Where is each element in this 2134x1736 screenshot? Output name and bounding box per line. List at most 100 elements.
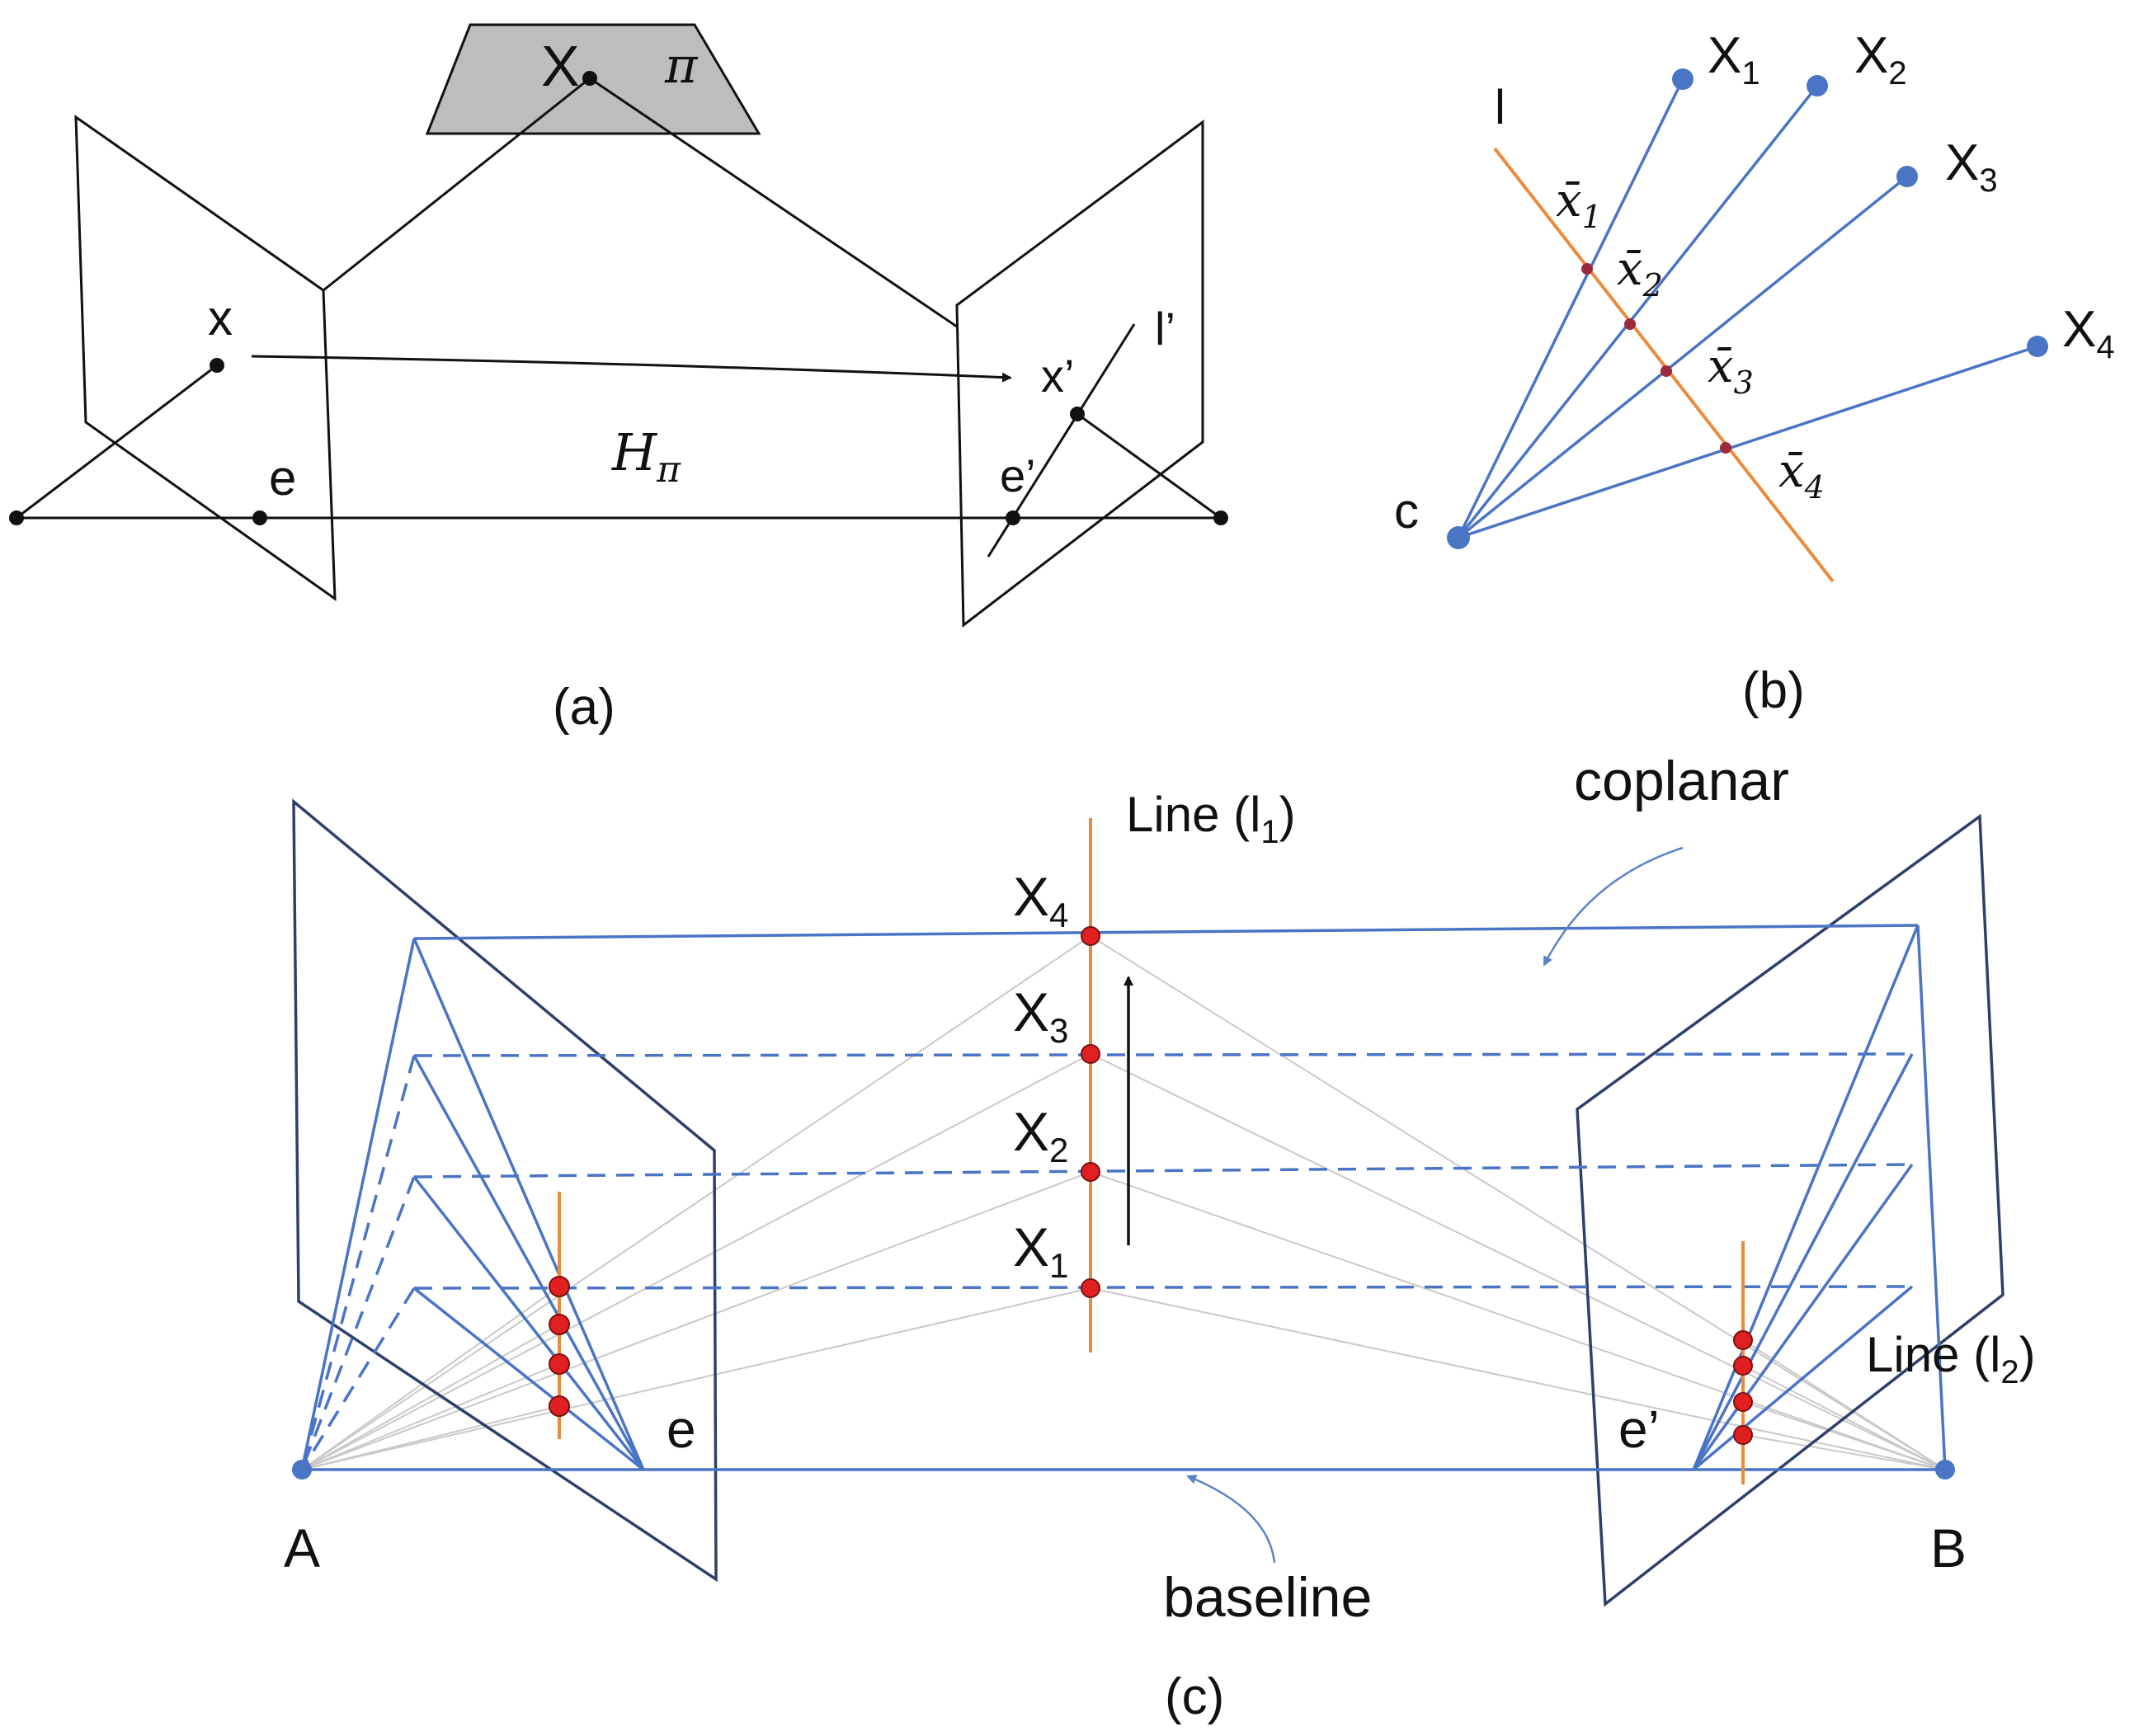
label-X1: X1 <box>1708 27 1760 92</box>
label-xbar3: x̄3 <box>1708 340 1754 401</box>
label-xbar1: x̄1 <box>1556 174 1602 235</box>
left-image-plane-c <box>292 798 718 1583</box>
world-point-X3-c <box>1081 1044 1100 1064</box>
left-image-point-4 <box>549 1395 570 1417</box>
grey-ray-bundle <box>301 935 1946 1470</box>
world-point-X3 <box>1896 166 1918 187</box>
left-image-plane <box>74 115 337 601</box>
world-point-X2-c <box>1081 1162 1100 1182</box>
label-X4: X4 <box>2062 301 2115 365</box>
plane-1-left-dashed <box>300 1287 416 1470</box>
caption-c: (c) <box>1165 1668 1224 1725</box>
right-image-plane-c <box>1576 813 2004 1607</box>
panel-c: Line (l1) coplanar X4 X3 X2 X1 Line (l2)… <box>284 750 2036 1725</box>
world-point-X2 <box>1807 75 1828 96</box>
point-x <box>210 358 224 373</box>
panel-a: X π x e Hπ x’ l’ e’ (a) <box>9 23 1228 736</box>
label-X2-c: X2 <box>1013 1101 1068 1169</box>
label-X2: X2 <box>1854 27 1907 92</box>
right-top-fan <box>1692 924 1920 1470</box>
plane-2-left-fan <box>412 1175 645 1471</box>
right-center-a <box>1213 510 1228 525</box>
point-X <box>582 71 597 86</box>
label-xbar2: x̄2 <box>1617 242 1663 303</box>
label-B: B <box>1930 1517 1967 1578</box>
plane-3-left-dashed <box>300 1055 416 1470</box>
image-point-x1 <box>1581 263 1593 275</box>
point-x-prime <box>1070 407 1085 421</box>
point-e <box>252 510 267 525</box>
ray-c-X1 <box>1457 78 1684 539</box>
label-e-prime-c: e’ <box>1618 1400 1660 1459</box>
homography-arrow <box>251 355 1012 383</box>
left-top-edge <box>300 938 416 1470</box>
right-image-point-4 <box>1733 1425 1753 1445</box>
plane-1-left-fan <box>412 1287 645 1471</box>
label-X3-c: X3 <box>1013 981 1068 1050</box>
camera-center-A <box>292 1460 312 1480</box>
label-e-prime: e’ <box>1000 449 1036 501</box>
left-center-a <box>9 510 24 525</box>
plane-1-dashed <box>413 1285 1913 1290</box>
plane-2-dashed <box>413 1163 1913 1179</box>
image-point-x2 <box>1624 318 1636 330</box>
label-X4-c: X4 <box>1013 866 1068 934</box>
label-xbar4: x̄4 <box>1778 445 1825 506</box>
ray-x-right <box>589 77 958 328</box>
label-c: c <box>1394 483 1419 539</box>
right-image-point-2 <box>1733 1356 1753 1376</box>
label-x: x <box>208 290 233 346</box>
panel-b: l c X1 X2 X3 X4 x̄1 x̄2 x̄3 x̄4 (b) <box>1394 27 2115 719</box>
left-image-point-2 <box>549 1314 570 1335</box>
caption-b: (b) <box>1742 662 1805 719</box>
right-image-point-1 <box>1733 1330 1753 1350</box>
ray-center-x <box>16 364 218 520</box>
ray-x-left <box>323 77 591 292</box>
label-A: A <box>284 1517 320 1578</box>
label-l: l <box>1495 81 1505 134</box>
label-homography: Hπ <box>611 422 681 491</box>
label-X1-c: X1 <box>1013 1216 1068 1285</box>
caption-a: (a) <box>553 679 615 736</box>
world-point-X4-c <box>1081 926 1100 946</box>
left-image-point-3 <box>549 1353 570 1375</box>
ray-c-X4 <box>1458 345 2038 539</box>
plane-3-left-fan <box>412 1055 645 1470</box>
camera-center-B <box>1935 1460 1955 1480</box>
label-coplanar: coplanar <box>1574 750 1789 812</box>
label-X: X <box>541 34 580 98</box>
left-top-fan <box>412 938 645 1470</box>
plane-3-right-fan <box>1692 1053 1914 1470</box>
right-top-edge <box>1916 924 1947 1470</box>
image-point-x4 <box>1720 442 1731 454</box>
label-pi: π <box>664 37 699 95</box>
label-line-l2: Line (l2) <box>1866 1327 2036 1390</box>
plane-1-right-fan <box>1692 1285 1914 1471</box>
label-e: e <box>269 450 296 506</box>
label-X3: X3 <box>1945 134 1998 199</box>
point-e-prime <box>1006 510 1020 525</box>
coplanar-top-line <box>413 924 1919 940</box>
label-e-c: e <box>667 1400 696 1459</box>
world-point-X1-c <box>1081 1278 1100 1298</box>
camera-center-c <box>1447 526 1470 549</box>
ray-x-prime-center <box>1076 412 1222 520</box>
world-point-X1 <box>1672 68 1694 90</box>
plane-2-left-dashed <box>300 1176 416 1470</box>
coplanar-arrow <box>1543 846 1684 967</box>
image-point-x3 <box>1661 365 1672 377</box>
plane-3-dashed <box>413 1052 1913 1057</box>
baseline-arrow <box>1186 1475 1276 1564</box>
image-line-l <box>1493 147 1835 583</box>
plane-2-right-fan <box>1692 1163 1914 1471</box>
label-x-prime: x’ <box>1041 350 1074 402</box>
world-point-X4 <box>2027 336 2048 357</box>
left-image-point-1 <box>549 1276 570 1297</box>
ray-c-X2 <box>1457 84 1819 539</box>
label-l-prime: l’ <box>1155 303 1175 355</box>
right-image-point-3 <box>1733 1392 1753 1412</box>
right-image-plane <box>955 120 1204 628</box>
label-line-l1: Line (l1) <box>1126 787 1296 850</box>
label-baseline: baseline <box>1163 1566 1372 1629</box>
